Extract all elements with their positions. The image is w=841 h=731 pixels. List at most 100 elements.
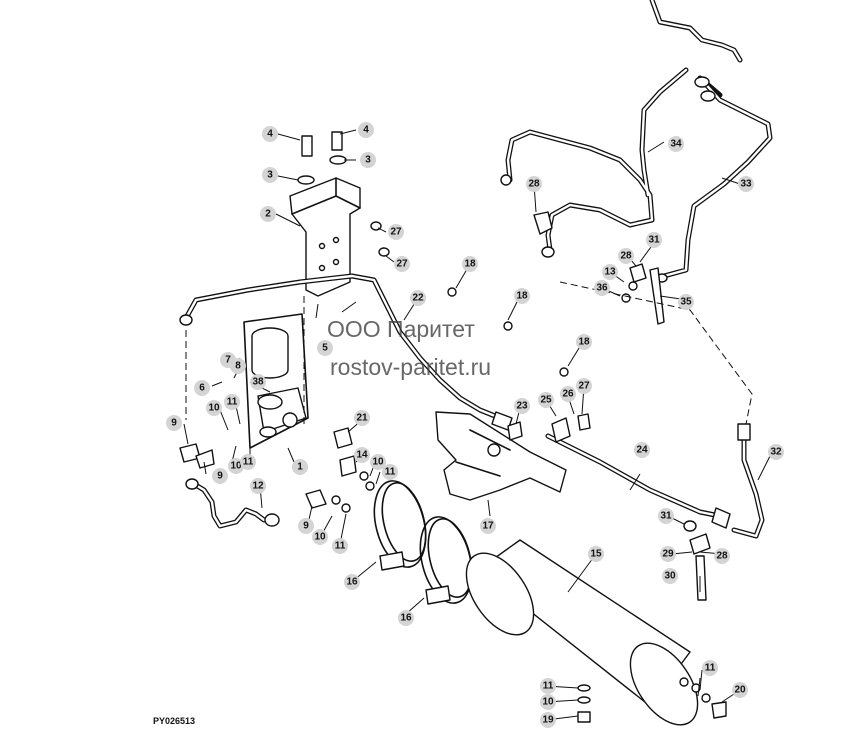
svg-text:4: 4 — [267, 129, 273, 140]
callout-14: 14 — [354, 447, 370, 463]
svg-text:32: 32 — [770, 447, 782, 458]
callout-6: 6 — [194, 380, 210, 396]
svg-text:27: 27 — [390, 227, 402, 238]
svg-text:28: 28 — [716, 551, 728, 562]
callout-11: 11 — [382, 464, 398, 480]
svg-text:12: 12 — [252, 481, 264, 492]
svg-text:16: 16 — [346, 577, 358, 588]
svg-text:34: 34 — [670, 139, 682, 150]
svg-text:24: 24 — [636, 445, 648, 456]
callout-10: 10 — [370, 454, 386, 470]
svg-text:10: 10 — [314, 532, 326, 543]
callout-18: 18 — [462, 256, 478, 272]
svg-text:26: 26 — [562, 389, 574, 400]
hose-32 — [731, 423, 765, 539]
svg-text:13: 13 — [604, 267, 616, 278]
svg-text:27: 27 — [396, 259, 408, 270]
figure-code: PY026513 — [153, 716, 196, 726]
svg-text:10: 10 — [372, 457, 384, 468]
svg-text:14: 14 — [356, 450, 368, 461]
svg-text:11: 11 — [227, 397, 238, 408]
svg-text:18: 18 — [578, 337, 590, 348]
callout-1: 1 — [292, 459, 308, 475]
callout-15: 15 — [588, 546, 604, 562]
svg-text:11: 11 — [385, 467, 396, 478]
callout-29: 29 — [660, 546, 676, 562]
callout-4: 4 — [358, 122, 374, 138]
callout-5: 5 — [317, 340, 333, 356]
mounting-bracket-2 — [289, 131, 390, 297]
svg-text:11: 11 — [543, 681, 554, 692]
svg-text:38: 38 — [252, 377, 264, 388]
clamp-16-b — [419, 516, 473, 605]
callout-16: 16 — [398, 610, 414, 626]
callout-27: 27 — [576, 378, 592, 394]
callout-9: 9 — [166, 415, 182, 431]
callout-27: 27 — [388, 224, 404, 240]
callout-10: 10 — [540, 694, 556, 710]
callout-26: 26 — [560, 386, 576, 402]
bracket-fittings-upper — [533, 211, 665, 325]
callout-35: 35 — [678, 294, 694, 310]
callout-28: 28 — [526, 176, 542, 192]
callout-28: 28 — [618, 248, 634, 264]
callout-3: 3 — [360, 152, 376, 168]
svg-text:29: 29 — [662, 549, 674, 560]
pipe-22 — [179, 273, 513, 431]
svg-text:25: 25 — [540, 395, 552, 406]
svg-text:17: 17 — [482, 521, 494, 532]
svg-text:16: 16 — [400, 613, 412, 624]
svg-text:23: 23 — [516, 401, 528, 412]
callout-18: 18 — [514, 288, 530, 304]
clamp-16-a — [373, 480, 427, 571]
callout-28: 28 — [714, 548, 730, 564]
callout-17: 17 — [480, 518, 496, 534]
callout-25: 25 — [538, 392, 554, 408]
svg-text:31: 31 — [648, 235, 660, 246]
watermark-company: ООО Паритет — [327, 316, 475, 342]
callout-13: 13 — [602, 264, 618, 280]
svg-text:10: 10 — [230, 461, 242, 472]
svg-text:33: 33 — [740, 179, 752, 190]
svg-text:20: 20 — [734, 685, 746, 696]
callout-11: 11 — [702, 660, 718, 676]
svg-text:21: 21 — [356, 413, 368, 424]
callout-11: 11 — [224, 394, 240, 410]
callout-16: 16 — [344, 574, 360, 590]
callout-12: 12 — [250, 478, 266, 494]
callout-34: 34 — [668, 136, 684, 152]
svg-text:27: 27 — [578, 381, 590, 392]
callout-31: 31 — [658, 508, 674, 524]
svg-text:9: 9 — [303, 521, 309, 532]
callout-11: 11 — [240, 454, 256, 470]
svg-text:9: 9 — [171, 418, 177, 429]
svg-text:18: 18 — [464, 259, 476, 270]
callout-23: 23 — [514, 398, 530, 414]
svg-text:4: 4 — [363, 125, 369, 136]
callout-8: 8 — [230, 358, 246, 374]
svg-text:11: 11 — [243, 457, 254, 468]
callout-31: 31 — [646, 232, 662, 248]
svg-text:30: 30 — [664, 571, 676, 582]
callout-11: 11 — [540, 678, 556, 694]
callout-30: 30 — [662, 568, 678, 584]
callout-27: 27 — [394, 256, 410, 272]
svg-text:7: 7 — [225, 355, 231, 366]
svg-text:2: 2 — [265, 209, 271, 220]
svg-text:5: 5 — [322, 343, 328, 354]
svg-text:28: 28 — [620, 251, 632, 262]
svg-text:3: 3 — [267, 170, 273, 181]
callout-21: 21 — [354, 410, 370, 426]
callout-9: 9 — [212, 468, 228, 484]
svg-text:6: 6 — [199, 383, 205, 394]
callout-36: 36 — [594, 280, 610, 296]
svg-text:10: 10 — [208, 403, 220, 414]
svg-text:1: 1 — [297, 462, 303, 473]
fittings-middle — [305, 287, 711, 601]
svg-text:18: 18 — [516, 291, 528, 302]
callout-2: 2 — [260, 206, 276, 222]
pipe-12 — [179, 443, 280, 529]
callout-20: 20 — [732, 682, 748, 698]
valve-assembly-1 — [243, 313, 309, 449]
